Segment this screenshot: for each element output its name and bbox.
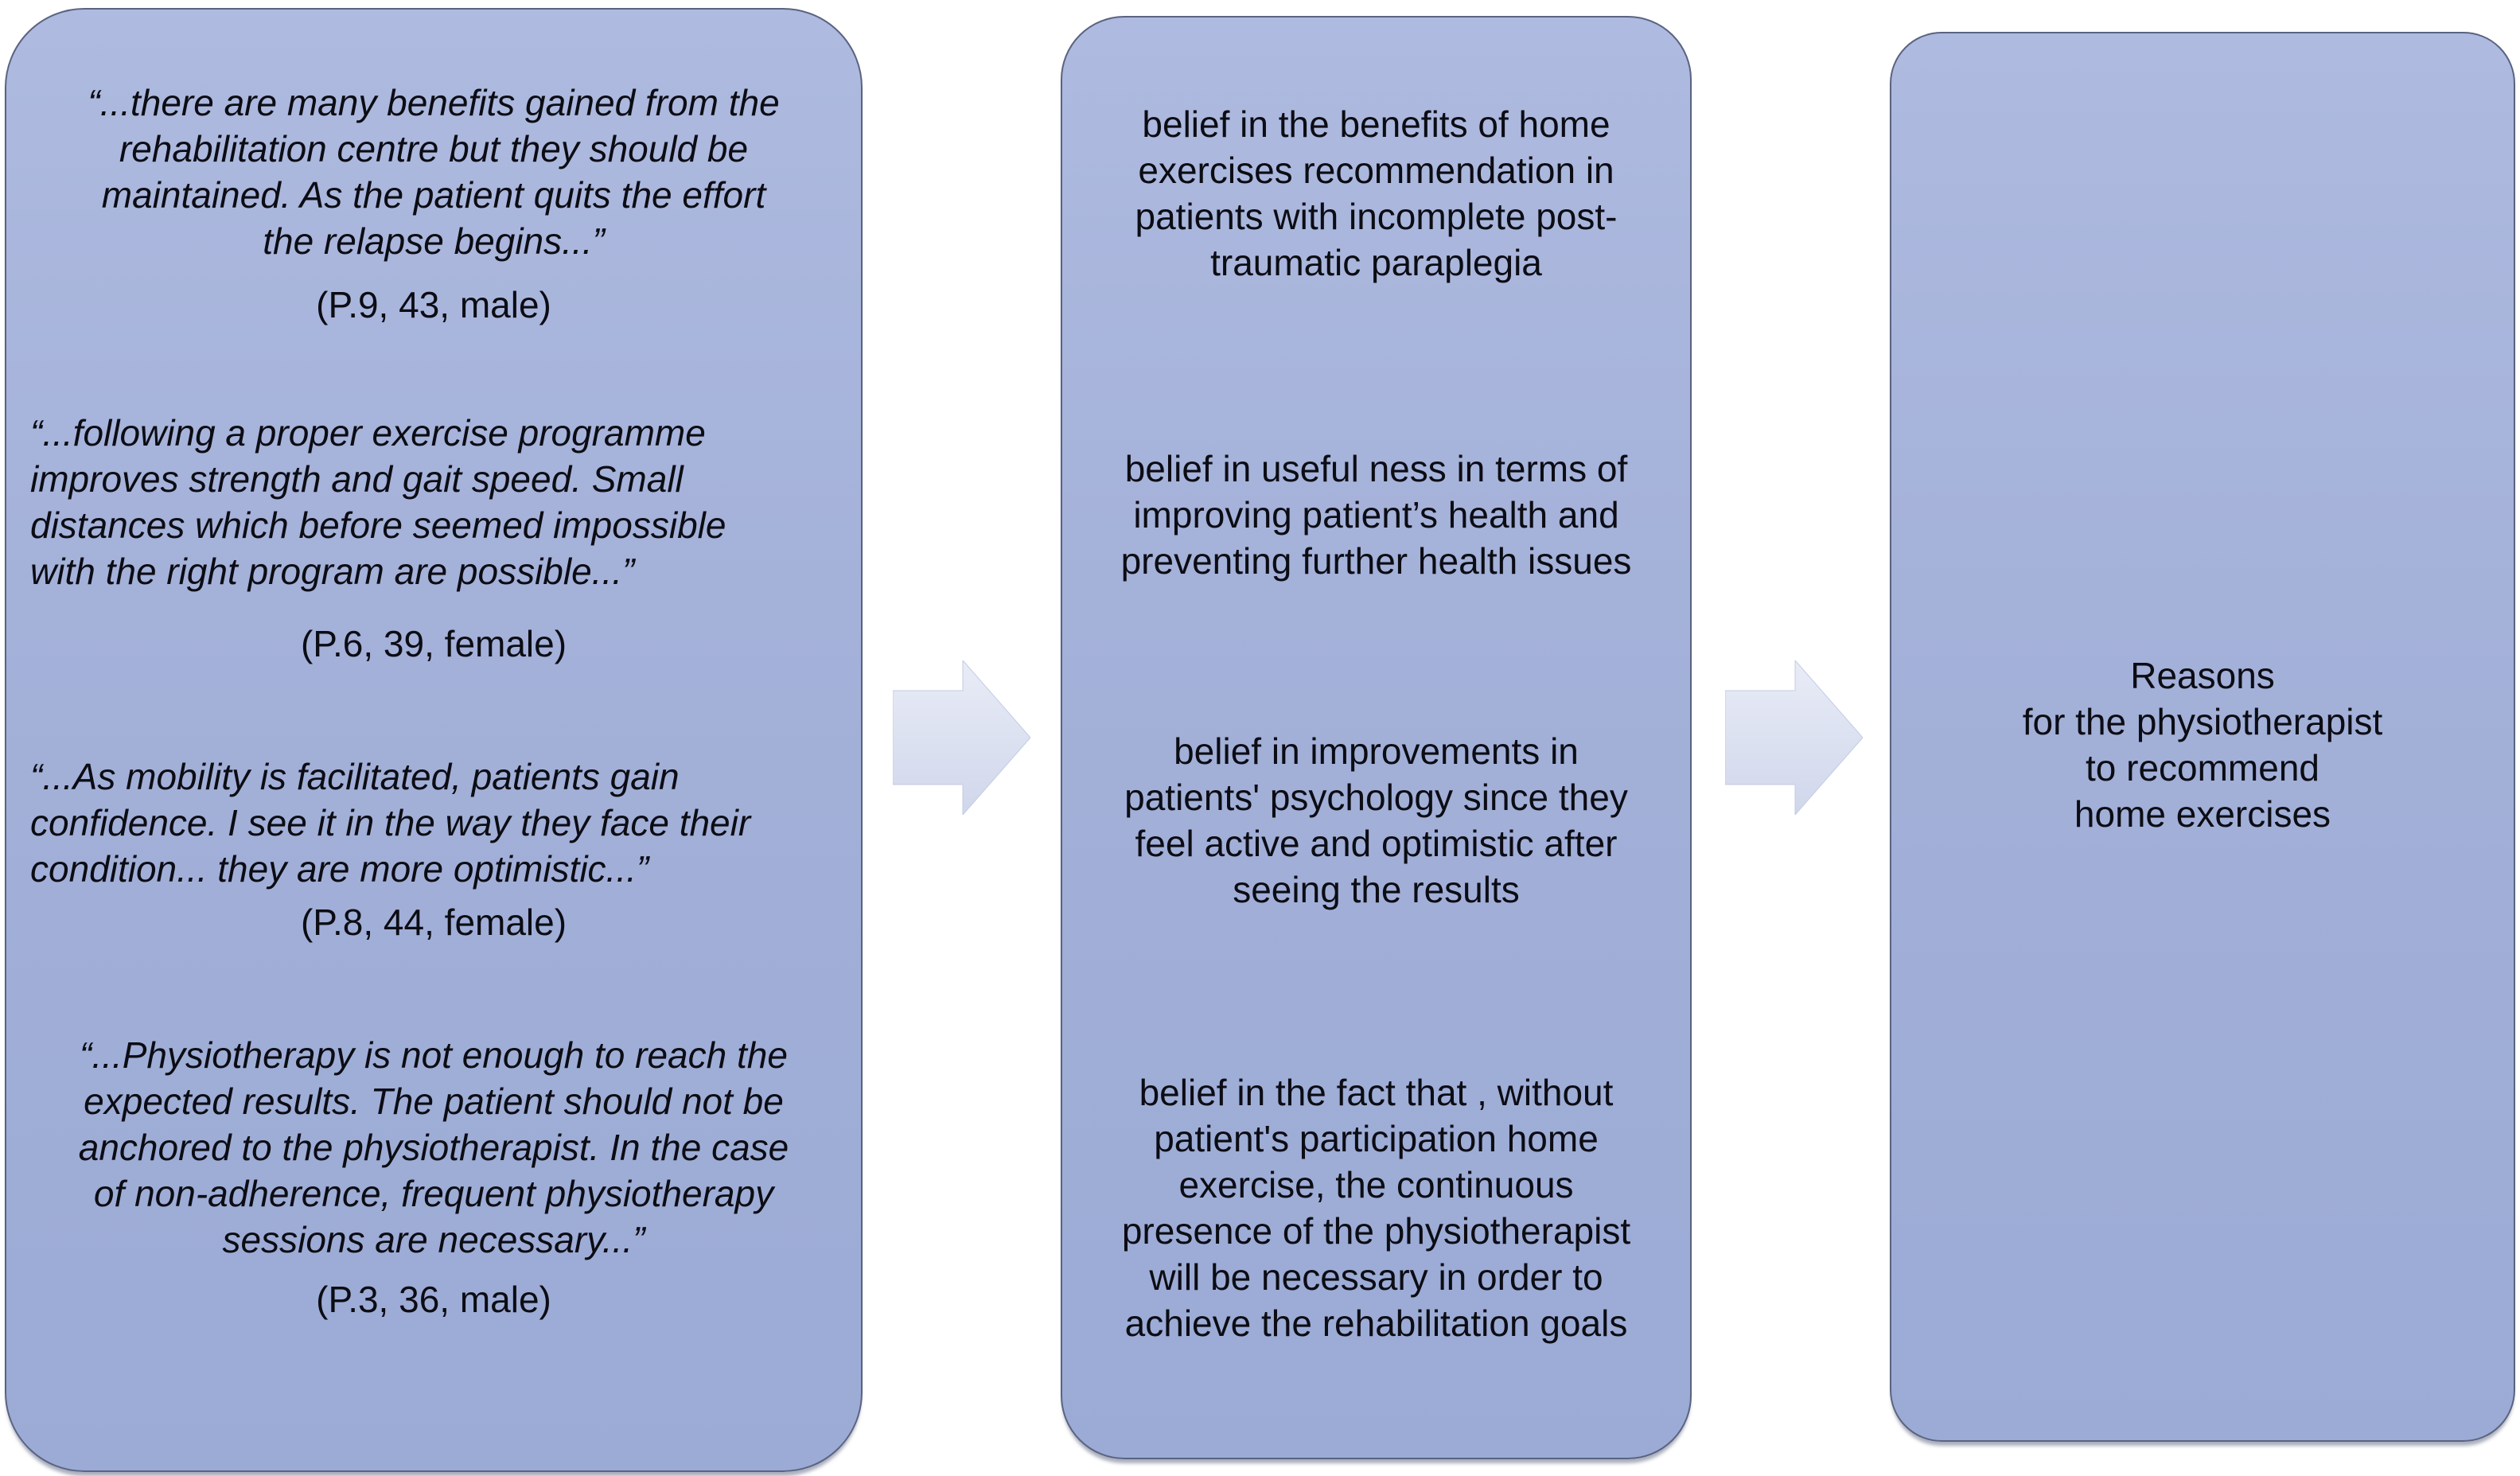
quote-1-attribution: (P.9, 43, male) (316, 284, 551, 325)
quote-2-text: “...following a proper exercise programm… (30, 412, 726, 592)
beliefs-box: belief in the benefits of home exercises… (1061, 16, 1692, 1459)
quote-3-attribution: (P.8, 44, female) (300, 902, 567, 943)
belief-item-4: belief in the fact that , without patien… (1121, 1072, 1631, 1344)
belief-item-2: belief in useful ness in terms of improv… (1120, 448, 1632, 582)
quote-2-attribution: (P.6, 39, female) (300, 623, 567, 664)
quote-4-attribution: (P.3, 36, male) (316, 1279, 551, 1320)
belief-item-1: belief in the benefits of home exercises… (1135, 103, 1618, 283)
conclusion-text: Reasons for the physiotherapist to recom… (2022, 655, 2383, 835)
quote-4-text: “...Physiotherapy is not enough to reach… (78, 1034, 789, 1260)
belief-item-3: belief in improvements in patients' psyc… (1124, 730, 1628, 910)
quotes-box: “...there are many benefits gained from … (5, 8, 863, 1472)
right-arrow-icon (1725, 660, 1863, 815)
conclusion-box: Reasons for the physiotherapist to recom… (1890, 32, 2515, 1442)
quote-3-text: “...As mobility is facilitated, patients… (30, 756, 751, 890)
right-arrow-icon (893, 660, 1030, 815)
quote-1-text: “...there are many benefits gained from … (88, 82, 780, 262)
